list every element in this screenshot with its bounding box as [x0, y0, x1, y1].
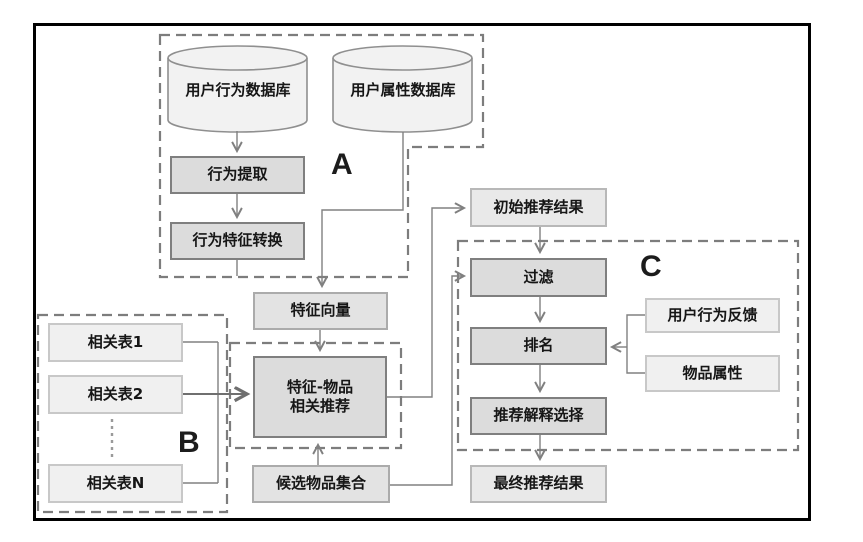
- group-a-dashed-border: [158, 33, 485, 279]
- edge-attrdb-to-featurevector: [322, 132, 404, 286]
- node-related-table-1: 相关表1: [48, 323, 183, 362]
- node-ranking: 排名: [470, 327, 607, 365]
- edge-feedback-attrs-junction: [626, 314, 645, 374]
- node-final-result: 最终推荐结果: [470, 465, 607, 503]
- feature-item-dashed-border: [228, 341, 403, 450]
- node-item-attrs: 物品属性: [645, 355, 780, 392]
- node-feature-item-line2: 相关推荐: [289, 397, 350, 415]
- node-user-feedback: 用户行为反馈: [645, 298, 780, 333]
- user-attribute-database-icon: [332, 45, 473, 133]
- node-filter: 过滤: [470, 258, 607, 297]
- node-related-table-n: 相关表N: [48, 464, 183, 503]
- node-feature-vector: 特征向量: [253, 292, 388, 330]
- node-explanation-select: 推荐解释选择: [470, 397, 607, 435]
- node-candidate-items: 候选物品集合: [252, 465, 390, 503]
- node-behavior-feature-convert: 行为特征转换: [170, 222, 305, 260]
- node-user-behavior-db-label: 用户行为数据库: [185, 80, 291, 99]
- node-user-attr-db-label: 用户属性数据库: [350, 80, 456, 99]
- edge-candidates-to-filter: [390, 276, 464, 486]
- node-feature-item-recommendation: 特征-物品 相关推荐: [253, 356, 387, 438]
- group-b-label: B: [178, 426, 200, 459]
- node-feature-item-line1: 特征-物品: [286, 377, 354, 396]
- user-behavior-database-icon: [167, 45, 308, 133]
- group-b-dashed-border: [36, 313, 229, 514]
- connectors: [183, 131, 645, 486]
- edge-featureitem-to-initialresult: [387, 208, 464, 398]
- group-c-dashed-border: [456, 239, 800, 452]
- group-a-label: A: [331, 148, 353, 181]
- node-initial-result: 初始推荐结果: [470, 188, 607, 227]
- node-behavior-extract: 行为提取: [170, 156, 305, 194]
- node-related-table-2: 相关表2: [48, 375, 183, 414]
- group-c-label: C: [640, 250, 662, 283]
